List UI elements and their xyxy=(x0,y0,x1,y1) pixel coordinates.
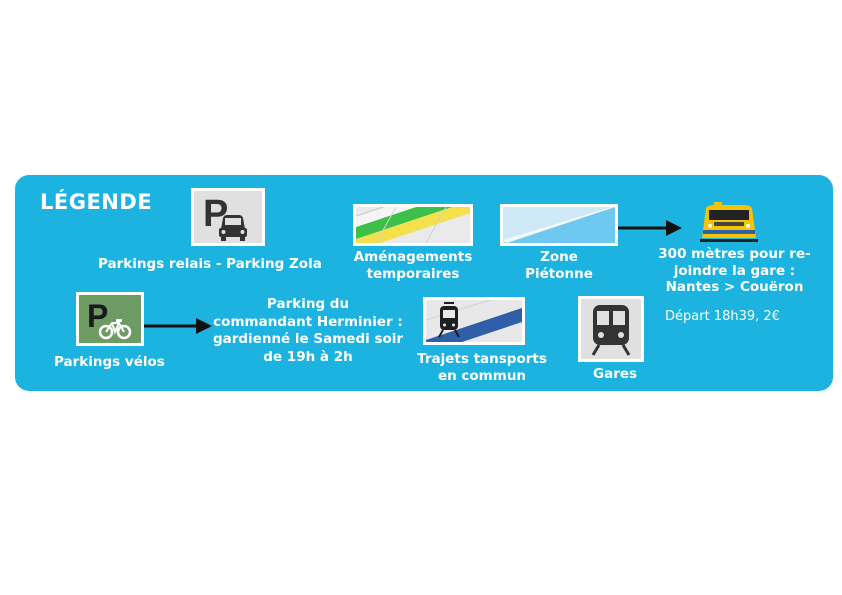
label-train-line2: joindre la gare : xyxy=(673,262,796,279)
bike-parking-icon: P xyxy=(76,292,144,346)
label-amenagements: Aménagements temporaires xyxy=(353,249,473,283)
parking-car-icon: P xyxy=(191,188,265,246)
label-parking-relais: Parkings relais - Parking Zola xyxy=(98,256,322,272)
map-temporary-tile-icon xyxy=(353,204,473,246)
label-herminier-line2: commandant Herminier : xyxy=(213,313,403,330)
label-herminier-line4: de 19h à 2h xyxy=(263,348,353,365)
label-amenagements-line1: Aménagements xyxy=(353,249,473,265)
label-train-depart: Départ 18h39, 2€ xyxy=(665,309,780,324)
label-herminier: Parking du commandant Herminier : gardie… xyxy=(205,296,411,366)
label-trajets: Trajets tansports en commun xyxy=(412,351,552,385)
station-icon xyxy=(578,296,644,362)
label-herminier-line3: gardienné le Samedi soir xyxy=(212,331,404,347)
tram-route-tile-icon xyxy=(423,297,525,345)
pedestrian-zone-tile-icon xyxy=(500,204,618,246)
svg-text:P: P xyxy=(87,298,108,334)
label-gares: Gares xyxy=(593,366,638,382)
arrow-to-herminier xyxy=(144,318,212,334)
label-zone-line1: Zone xyxy=(540,249,578,265)
label-train: 300 mètres pour re- joindre la gare : Na… xyxy=(652,246,817,296)
label-trajets-line1: Trajets tansports xyxy=(417,351,547,367)
train-icon xyxy=(700,202,758,242)
label-amenagements-line2: temporaires xyxy=(366,266,460,282)
label-train-line1: 300 mètres pour re- xyxy=(658,246,811,262)
label-zone-line2: Piétonne xyxy=(525,266,593,282)
label-velos: Parkings vélos xyxy=(54,354,165,370)
label-train-line3: Nantes > Couëron xyxy=(665,279,804,295)
label-herminier-line1: Parking du xyxy=(266,296,350,312)
legend-title: LÉGENDE xyxy=(40,190,153,214)
arrow-to-train xyxy=(618,220,682,236)
label-trajets-line2: en commun xyxy=(437,368,527,384)
label-zone-pietonne: Zone Piétonne xyxy=(500,249,618,283)
